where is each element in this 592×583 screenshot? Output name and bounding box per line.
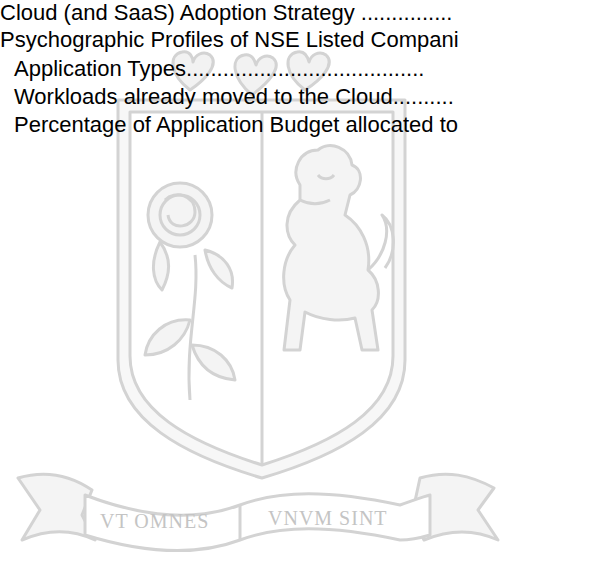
toc-entry: Application Types.......................… xyxy=(14,56,424,81)
toc-entry: Workloads already moved to the Cloud....… xyxy=(14,84,454,109)
motto-text: VT OMNES xyxy=(100,510,209,533)
toc-entry: Percentage of Application Budget allocat… xyxy=(14,112,458,137)
toc-entry: Psychographic Profiles of NSE Listed Com… xyxy=(0,27,459,52)
motto-text: VNVM SINT xyxy=(268,507,388,530)
toc-entry: Cloud (and SaaS) Adoption Strategy .....… xyxy=(0,0,452,25)
